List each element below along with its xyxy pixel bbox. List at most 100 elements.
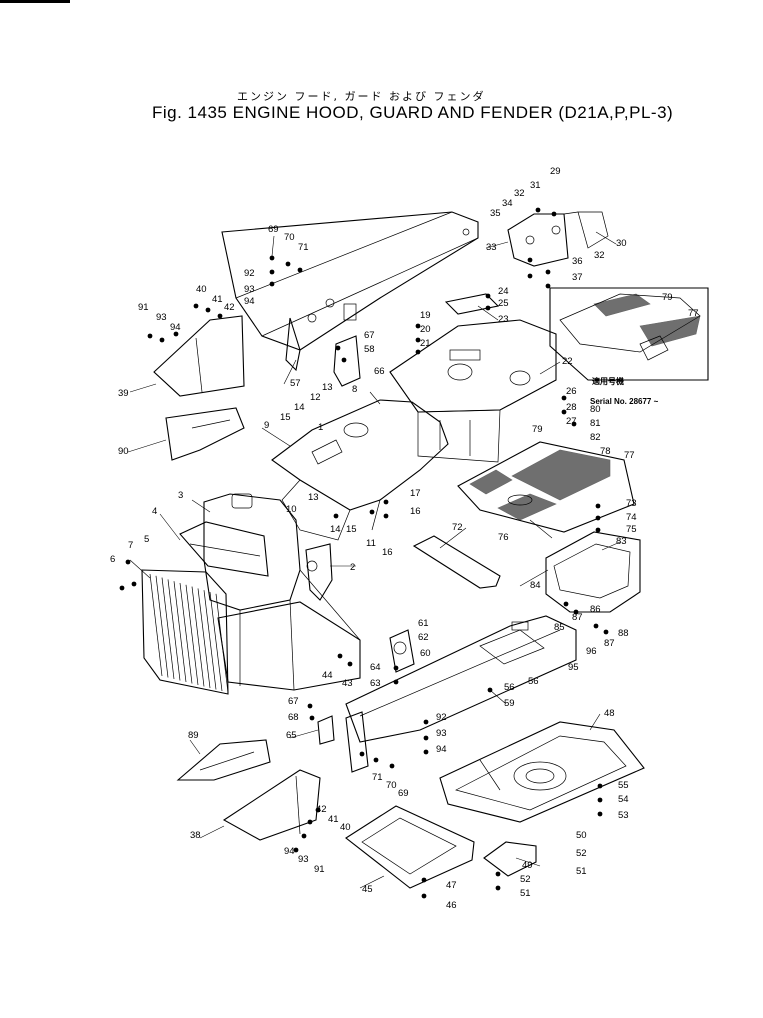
bolt-marker	[423, 719, 429, 725]
callout-93c: 93	[156, 312, 167, 323]
callout-86: 86	[590, 604, 601, 615]
grille-bar	[161, 577, 175, 680]
bolt-marker	[423, 749, 429, 755]
bracket-66	[333, 335, 361, 387]
bolt-marker	[383, 499, 389, 505]
bolt-marker	[333, 513, 339, 519]
callout-3: 3	[178, 490, 183, 501]
bolt-marker	[415, 337, 421, 343]
leader-line	[189, 739, 201, 755]
callout-20: 20	[420, 324, 431, 335]
callout-94d: 94	[284, 846, 295, 857]
leader-line	[369, 391, 381, 405]
callout-32b: 32	[594, 250, 605, 261]
callout-31: 31	[530, 180, 541, 191]
figure-caption: Fig. 1435 ENGINE HOOD, GUARD AND FENDER …	[152, 103, 674, 122]
callout-34: 34	[502, 198, 513, 209]
bolt-marker	[527, 273, 533, 279]
callout-26: 26	[566, 386, 577, 397]
bolt-marker	[597, 783, 603, 789]
fastener-markers	[119, 207, 609, 899]
bolt-marker	[307, 819, 313, 825]
callout-25: 25	[498, 298, 509, 309]
callout-7: 7	[128, 540, 133, 551]
bolt-marker	[393, 679, 399, 685]
callout-40b: 40	[340, 822, 351, 833]
callout-79b: 79	[532, 424, 543, 435]
callout-57: 57	[290, 378, 301, 389]
bolt-marker	[369, 509, 375, 515]
callout-17: 17	[410, 488, 421, 499]
callout-94a: 94	[244, 296, 255, 307]
callout-49: 49	[522, 860, 533, 871]
cover-23	[444, 293, 500, 315]
leader-line	[485, 241, 509, 249]
callout-91b: 91	[314, 864, 325, 875]
leader-lines	[127, 231, 621, 889]
bolt-marker	[487, 687, 493, 693]
under-guard-45	[345, 805, 475, 889]
callout-94b: 94	[436, 744, 447, 755]
callout-66: 66	[374, 366, 385, 377]
bolt-marker	[373, 757, 379, 763]
bolt-marker	[293, 847, 299, 853]
grille-bar	[209, 591, 223, 692]
callout-19: 19	[420, 310, 431, 321]
callout-40a: 40	[196, 284, 207, 295]
serial-note: Serial No. 28677 ~	[590, 397, 659, 406]
callout-78: 78	[600, 446, 611, 457]
callout-77b: 77	[624, 450, 635, 461]
bolt-marker	[205, 307, 211, 313]
callout-46: 46	[446, 900, 457, 911]
bolt-marker	[545, 269, 551, 275]
bolt-marker	[597, 797, 603, 803]
grille-bar	[167, 579, 181, 681]
callout-22: 22	[562, 356, 573, 367]
callout-64: 64	[370, 662, 381, 673]
callout-16b: 16	[382, 547, 393, 558]
callout-51b: 51	[576, 866, 587, 877]
callout-24: 24	[498, 286, 509, 297]
bolt-marker	[173, 331, 179, 337]
callout-71a: 71	[298, 242, 309, 253]
leader-line	[477, 305, 499, 321]
bolt-marker	[315, 807, 321, 813]
bolt-marker	[393, 665, 399, 671]
bolt-marker	[551, 211, 557, 217]
callout-79a: 79	[662, 292, 673, 303]
callout-48: 48	[604, 708, 615, 719]
bolt-marker	[297, 267, 303, 273]
callout-52b: 52	[576, 848, 587, 859]
callout-39: 39	[118, 388, 129, 399]
bar-72	[412, 535, 501, 589]
callout-73: 73	[626, 498, 637, 509]
figure-caption-japanese: エンジン フード, ガード および フェンダ	[237, 90, 486, 103]
callout-32a: 32	[514, 188, 525, 199]
cover-plate-50	[483, 841, 537, 877]
grille-bar	[185, 584, 199, 686]
callout-67a: 67	[364, 330, 375, 341]
bolt-marker	[337, 653, 343, 659]
under-guard-48	[439, 721, 645, 823]
bolt-marker	[131, 581, 137, 587]
callout-92a: 92	[244, 268, 255, 279]
leader-line	[271, 235, 275, 257]
callout-94c: 94	[170, 322, 181, 333]
callout-84: 84	[530, 580, 541, 591]
callout-90: 90	[118, 446, 129, 457]
callout-15b: 15	[346, 524, 357, 535]
callout-37: 37	[572, 272, 583, 283]
callout-47: 47	[446, 880, 457, 891]
callout-52a: 52	[520, 874, 531, 885]
callout-13a: 13	[322, 382, 333, 393]
bolt-marker	[485, 305, 491, 311]
callout-10: 10	[286, 504, 297, 515]
callout-87a: 87	[572, 612, 583, 623]
bolt-marker	[421, 893, 427, 899]
callout-61: 61	[418, 618, 429, 629]
callout-63: 63	[370, 678, 381, 689]
leader-line	[289, 729, 319, 739]
callout-71b: 71	[372, 772, 383, 783]
bolt-marker	[119, 585, 125, 591]
bolt-marker	[545, 283, 551, 289]
